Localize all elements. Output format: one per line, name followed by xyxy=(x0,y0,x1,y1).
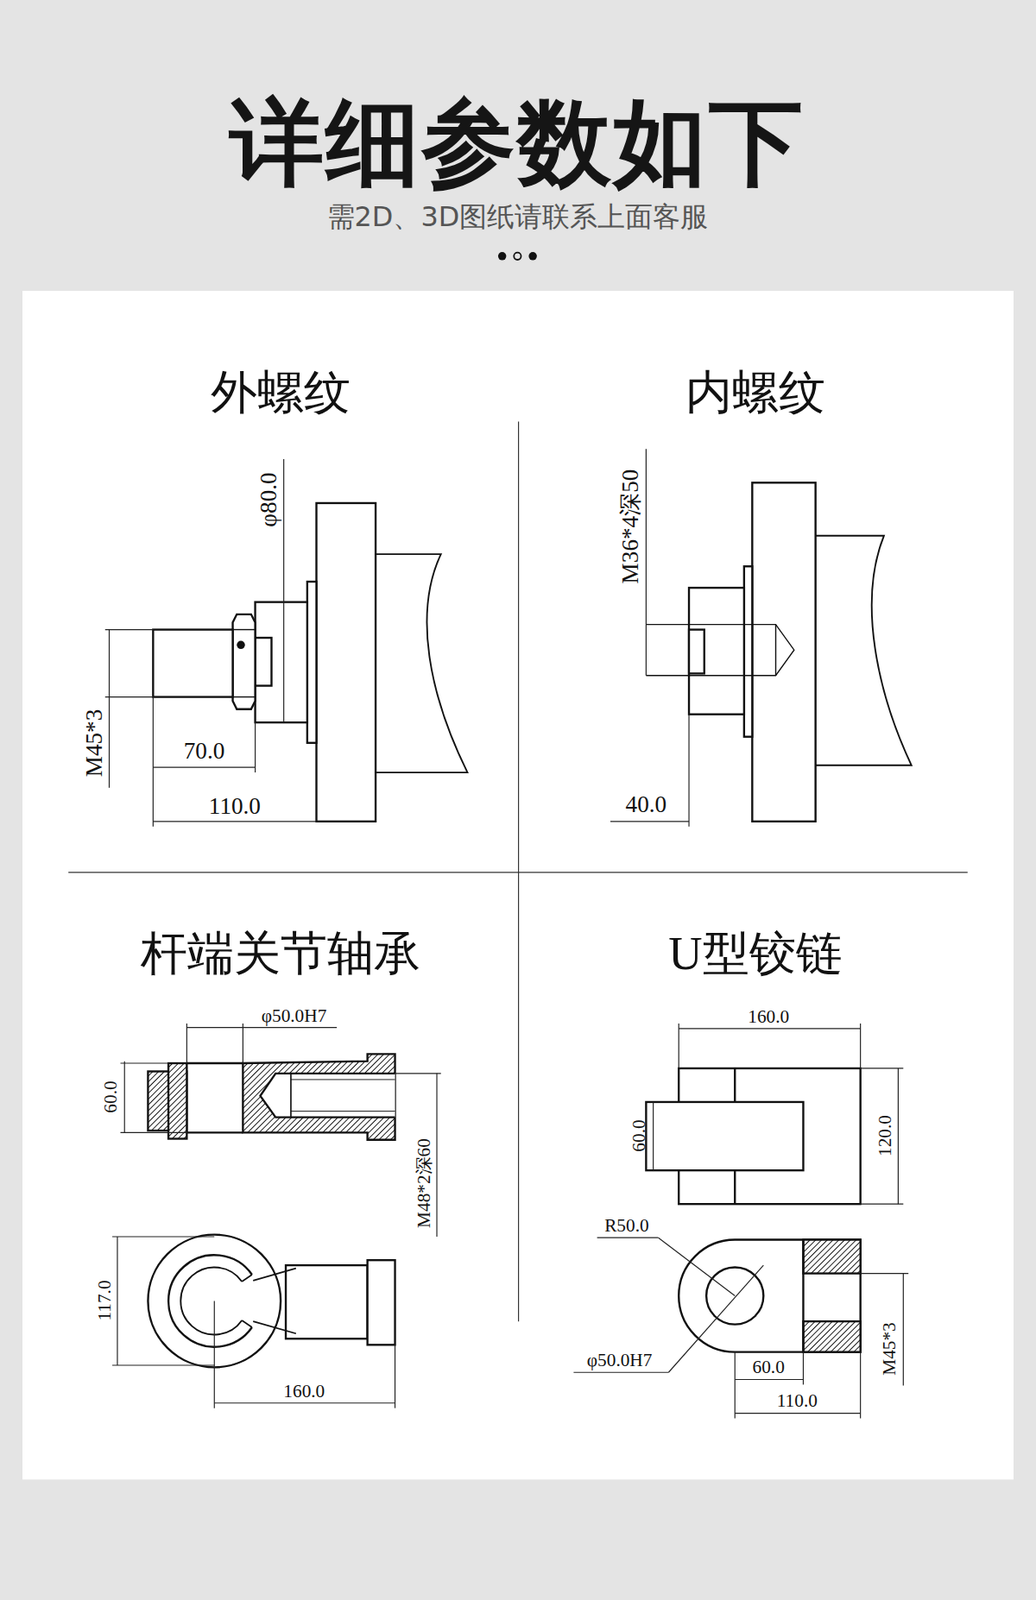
dimension-label: φ50.0H7 xyxy=(261,1007,328,1026)
dimension-label: 60.0 xyxy=(101,1080,121,1113)
page-title: 详细参数如下 xyxy=(229,95,805,190)
dimension-label: 60.0 xyxy=(631,1119,650,1152)
subtitle-note: 需2D、3D图纸请联系上面客服 xyxy=(327,203,709,232)
dimension-label: 40.0 xyxy=(625,793,668,817)
section-title: 杆端关节轴承 xyxy=(140,930,421,978)
dimension-label: 110.0 xyxy=(208,795,261,820)
dimension-label: 120.0 xyxy=(877,1115,896,1157)
dimension-label: φ50.0H7 xyxy=(587,1351,653,1371)
dimension-label: 110.0 xyxy=(777,1393,818,1412)
dimension-label: 160.0 xyxy=(283,1383,325,1402)
section-title: 内螺纹 xyxy=(685,369,826,417)
dimension-label: 160.0 xyxy=(747,1008,790,1027)
dimension-label: 117.0 xyxy=(95,1281,114,1322)
dimension-label: 60.0 xyxy=(752,1359,785,1378)
section-title: U型铰链 xyxy=(668,930,842,978)
dimension-label: M45*3 xyxy=(880,1322,899,1377)
dimension-label: φ80.0 xyxy=(257,473,281,528)
dimension-label: M45*3 xyxy=(82,708,107,777)
section-title: 外螺纹 xyxy=(210,369,351,417)
dimension-label: 70.0 xyxy=(183,740,226,765)
dimension-label: M36*4深50 xyxy=(619,469,643,585)
dimension-label: R50.0 xyxy=(604,1217,649,1236)
dimension-label: M48*2深60 xyxy=(415,1138,434,1229)
